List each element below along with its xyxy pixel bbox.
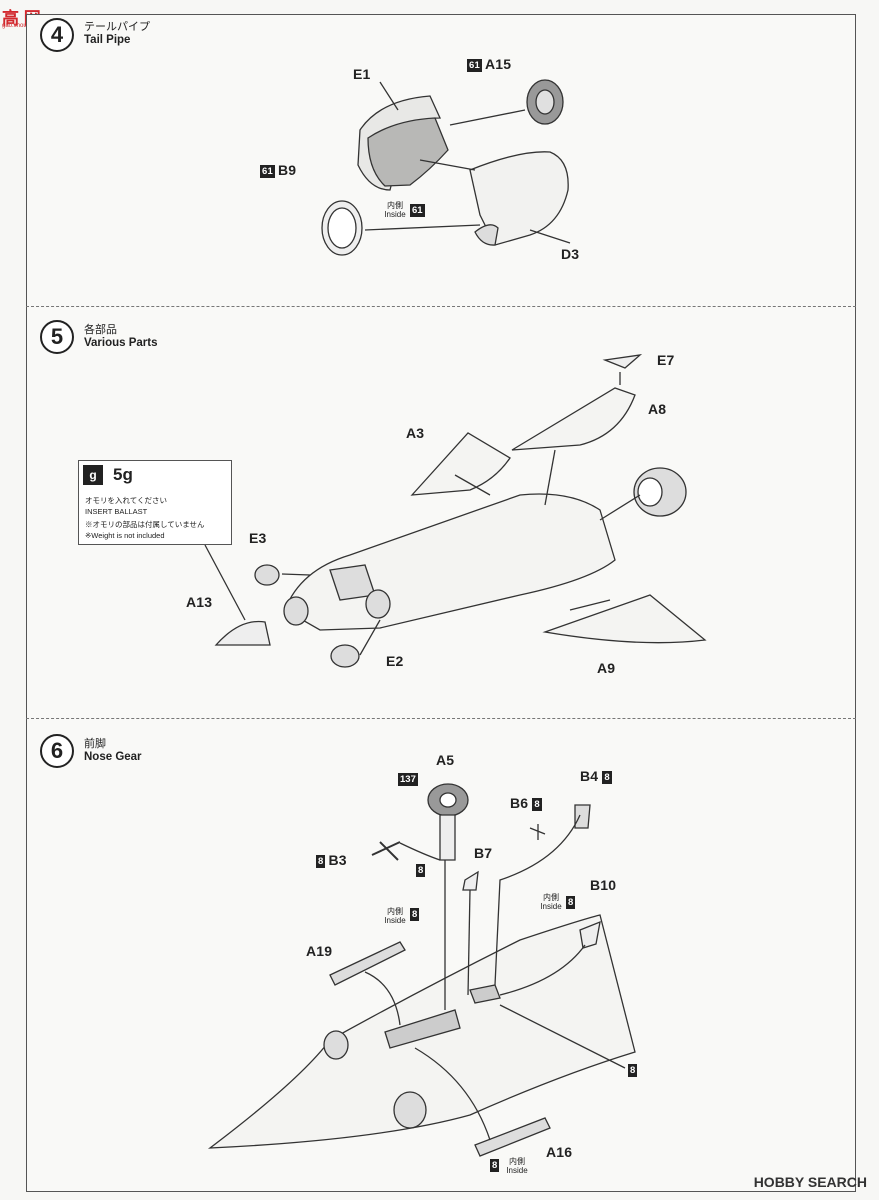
paint-code-badge: 61 bbox=[467, 58, 482, 72]
part-label-a9: A9 bbox=[597, 660, 616, 676]
step-title-en: Tail Pipe bbox=[84, 34, 131, 46]
part-label-e7: E7 bbox=[657, 352, 675, 368]
part-label-a13: A13 bbox=[186, 594, 213, 610]
step-number-badge: 5 bbox=[40, 320, 74, 354]
paint-code-badge: 61 bbox=[260, 164, 275, 178]
step-title-jp: 前脚 bbox=[84, 738, 106, 750]
part-label-a16: A16 bbox=[546, 1144, 573, 1160]
part-label-text: B9 bbox=[277, 162, 297, 178]
part-label-b6: B6 8 bbox=[510, 795, 545, 811]
inside-note-jp: 内側 bbox=[543, 893, 559, 902]
step-number-badge: 6 bbox=[40, 734, 74, 768]
part-label-e3: E3 bbox=[249, 530, 267, 546]
inside-note: 内側 Inside bbox=[380, 201, 410, 219]
ballast-note: g 5g オモリを入れてください INSERT BALLAST ※オモリの部品は… bbox=[78, 460, 232, 545]
inside-note: 内側 Inside bbox=[502, 1157, 532, 1175]
inside-note-jp: 内側 bbox=[387, 907, 403, 916]
step-title-en: Nose Gear bbox=[84, 751, 142, 763]
part-label-text: B4 bbox=[580, 768, 599, 784]
paint-code-badge: 8 bbox=[490, 1159, 500, 1172]
paint-code-badge: 137 bbox=[398, 773, 418, 786]
part-label-text: B3 bbox=[328, 852, 347, 868]
part-label-text: B6 bbox=[510, 795, 529, 811]
step-title-en: Various Parts bbox=[84, 337, 158, 349]
inside-note-jp: 内側 bbox=[509, 1157, 525, 1166]
section-divider bbox=[26, 718, 856, 719]
paint-code-badge: 8 bbox=[410, 908, 420, 921]
hobby-search-watermark: HOBBY SEARCH bbox=[753, 1174, 867, 1190]
part-label-a5: A5 bbox=[436, 752, 455, 768]
inside-note-en: Inside bbox=[506, 1166, 528, 1175]
part-label-a8: A8 bbox=[648, 401, 667, 417]
ballast-weight: 5g bbox=[113, 465, 133, 484]
paint-code-badge: 8 bbox=[416, 864, 426, 877]
part-label-d3: D3 bbox=[561, 246, 580, 262]
inside-note-en: Inside bbox=[384, 916, 406, 925]
paint-code-badge: 8 bbox=[316, 854, 326, 868]
inside-note-en: Inside bbox=[540, 902, 562, 911]
part-label-a19: A19 bbox=[306, 943, 333, 959]
ballast-note-en: ※Weight is not included bbox=[85, 531, 165, 540]
inside-note-en: Inside bbox=[384, 210, 406, 219]
paint-code-badge: 8 bbox=[532, 797, 542, 811]
paint-code-badge: 61 bbox=[410, 204, 425, 217]
part-label-text: A15 bbox=[484, 56, 512, 72]
fuselage-assembly bbox=[204, 354, 707, 668]
part-label-b4: B4 8 bbox=[580, 768, 615, 784]
inside-note-jp: 内側 bbox=[387, 201, 403, 210]
part-label-a3: A3 bbox=[406, 425, 425, 441]
weight-icon: g bbox=[83, 465, 103, 485]
part-label-e2: E2 bbox=[386, 653, 404, 669]
nose-gear-assembly bbox=[207, 783, 636, 1157]
part-label-e1: E1 bbox=[353, 66, 371, 82]
paint-code-badge: 8 bbox=[566, 896, 576, 909]
ballast-note-jp: ※オモリの部品は付属していません bbox=[85, 520, 205, 529]
step-number-badge: 4 bbox=[40, 18, 74, 52]
step-title-jp: テールパイプ bbox=[84, 21, 150, 33]
inside-note: 内側 Inside bbox=[380, 907, 410, 925]
site-watermark-url: gao.shou.com bbox=[2, 23, 40, 29]
inside-note: 内側 Inside bbox=[536, 893, 566, 911]
step-title-jp: 各部品 bbox=[84, 324, 117, 336]
paint-code-badge: 8 bbox=[628, 1064, 638, 1077]
ballast-text-jp: オモリを入れてください bbox=[85, 496, 168, 505]
section-divider bbox=[26, 306, 856, 307]
part-label-b7: B7 bbox=[474, 845, 493, 861]
part-label-b10: B10 bbox=[590, 877, 617, 893]
paint-code-badge: 8 bbox=[602, 770, 612, 784]
tail-pipe-assembly bbox=[321, 79, 571, 256]
ballast-text-en: INSERT BALLAST bbox=[85, 507, 148, 516]
